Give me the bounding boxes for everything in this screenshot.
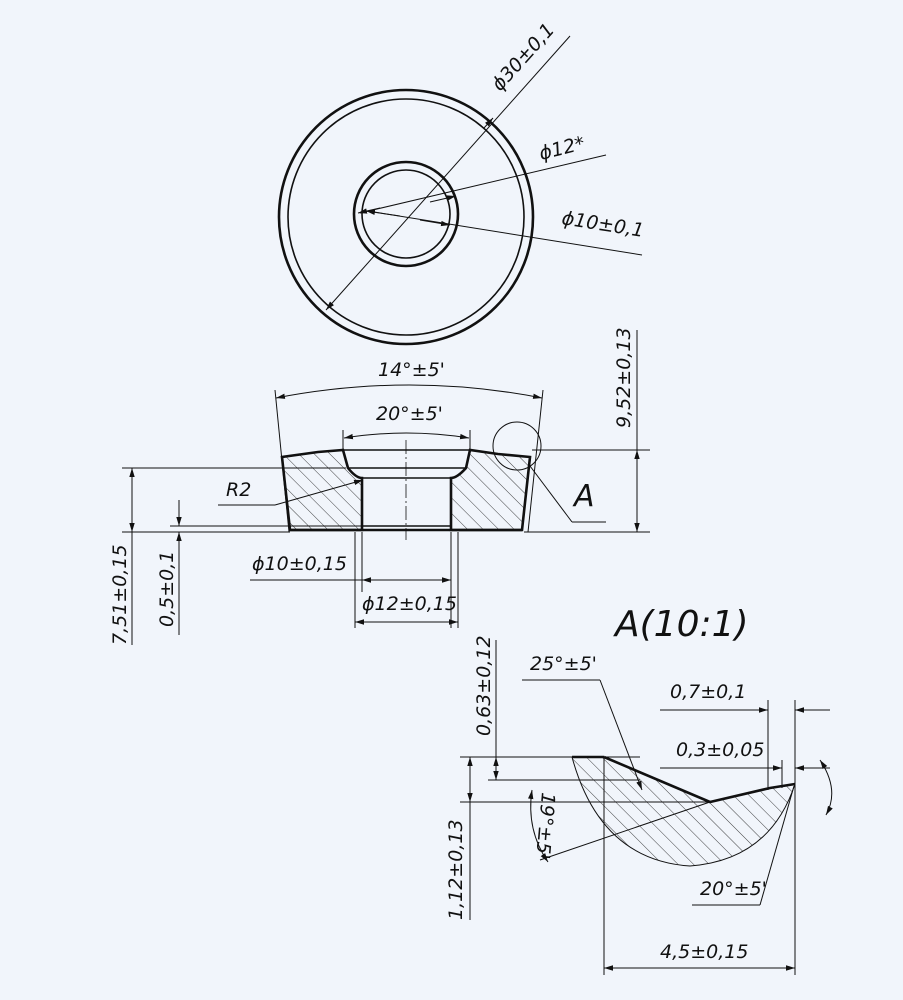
label-width-07: 0,7±0,1 xyxy=(670,681,746,703)
label-depth-063: 0,63±0,12 xyxy=(473,635,495,736)
label-base-height: 7,51±0,15 xyxy=(109,544,131,645)
label-width-45: 4,5±0,15 xyxy=(660,941,748,963)
hole-diameter-line xyxy=(367,210,643,256)
label-step-height: 0,5±0,1 xyxy=(156,551,178,627)
label-hole-diameter: ϕ10±0,1 xyxy=(560,207,645,242)
bore-circle xyxy=(352,160,460,268)
detail-view: A(10:1) 4,5±0,15 0,7±0,1 0,3±0,05 0,63±0… xyxy=(445,604,833,975)
outer-chamfer-circle xyxy=(287,98,525,336)
label-counterbore-diameter: ϕ12±0,15 xyxy=(362,593,457,615)
section-outline xyxy=(280,448,364,532)
label-angle-20: 20°±5' xyxy=(700,878,767,900)
label-outer-angle: 14°±5' xyxy=(378,359,445,381)
label-outer-diameter: ϕ30±0,1 xyxy=(487,19,559,95)
top-view: ϕ30±0,1 ϕ12* ϕ10±0,1 xyxy=(277,19,645,346)
section-view: 14°±5' 20°±5' R2 A 9,52±0,13 7,51±0,15 0… xyxy=(109,327,650,645)
detail-circle xyxy=(492,421,542,471)
label-detail-callout: A xyxy=(572,479,595,514)
label-bore-diameter: ϕ12* xyxy=(537,132,587,165)
label-radius: R2 xyxy=(226,479,251,501)
label-width-03: 0,3±0,05 xyxy=(676,739,764,761)
label-angle-25: 25°±5' xyxy=(530,653,597,675)
outer-circle xyxy=(277,88,535,346)
label-inner-angle: 20°±5' xyxy=(376,403,443,425)
hole-circle xyxy=(361,169,451,259)
detail-title: A(10:1) xyxy=(613,604,749,645)
label-depth-112: 1,12±0,13 xyxy=(445,819,467,920)
label-total-height: 9,52±0,13 xyxy=(613,327,635,428)
outer-diameter-line xyxy=(325,35,571,311)
bore-diameter-line xyxy=(359,154,607,214)
label-hole-diameter-section: ϕ10±0,15 xyxy=(252,553,347,575)
